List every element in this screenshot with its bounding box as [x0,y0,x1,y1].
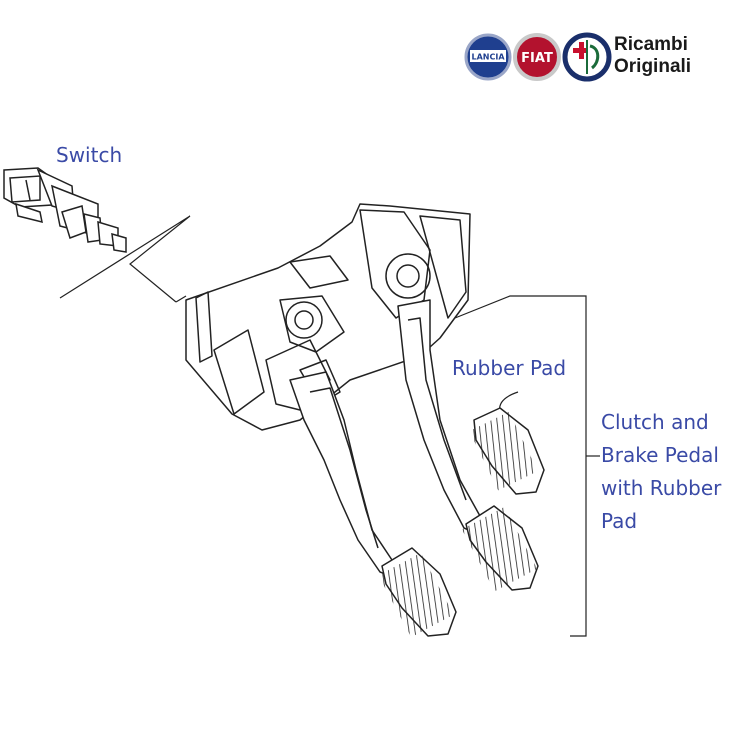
fiat-logo-text: FIAT [521,51,553,66]
clutch-pedal [289,371,457,638]
leader-lines [59,215,600,637]
assembly-label-line-3: with Rubber [601,476,722,500]
assembly-label: Clutch and Brake Pedal with Rubber Pad [601,406,721,538]
assembly-label-line-1: Clutch and [601,410,709,434]
lancia-logo-text: LANCIA [471,53,505,62]
rubber-pad-label: Rubber Pad [452,356,567,380]
brand-line-2: Originali [614,56,692,77]
assembly-label-line-2: Brake Pedal [601,443,719,467]
assembly-label-line-4: Pad [601,509,638,533]
switch-part [3,167,127,253]
brake-pedal [397,299,539,592]
brand-line-1: Ricambi [614,34,688,55]
alfa-romeo-logo [562,32,612,82]
lancia-logo: LANCIA [464,33,512,81]
brand-title: Ricambi Originali [614,34,691,78]
switch-label: Switch [56,143,123,167]
fiat-logo: FIAT [513,33,561,81]
rubber-pad-part [469,407,545,495]
